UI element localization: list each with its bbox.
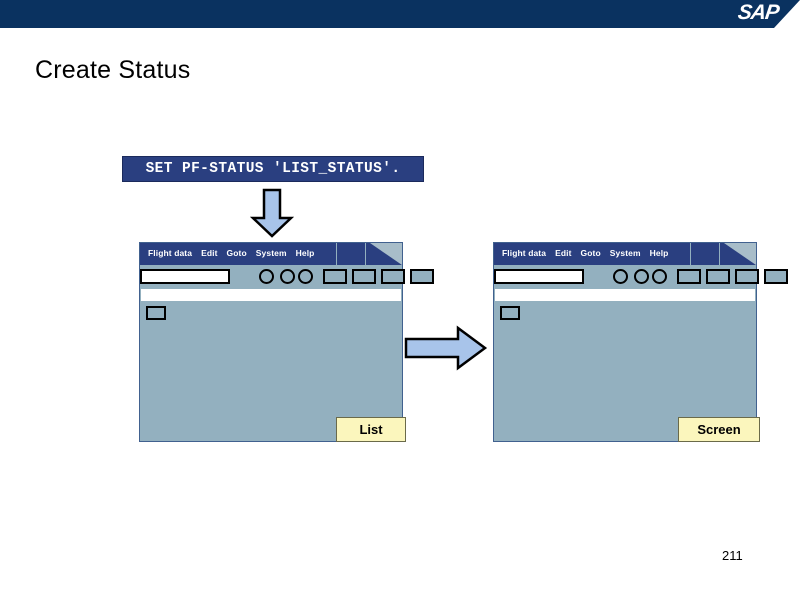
banner-corner-notch: [774, 0, 800, 28]
menu-item-flight-data[interactable]: Flight data: [148, 248, 193, 258]
screen-mockup-right: Flight data Edit Goto System Help Screen: [493, 242, 788, 442]
menu-item-list[interactable]: Flight data Edit Goto System Help: [502, 248, 677, 258]
toolbar-circle-icon-4[interactable]: [298, 269, 313, 284]
menu-divider-2: [365, 243, 366, 265]
screen-body-field[interactable]: [146, 306, 166, 320]
toolbar-circle-icon-3[interactable]: [280, 269, 295, 284]
sap-header-banner: SAP: [0, 0, 800, 28]
toolbar-command-input[interactable]: [140, 269, 230, 284]
toolbar-button-1[interactable]: [323, 269, 347, 284]
screen-toolbar: [140, 265, 434, 289]
code-statement-box: SET PF-STATUS 'LIST_STATUS'.: [122, 156, 424, 182]
toolbar-button-3[interactable]: [381, 269, 405, 284]
toolbar-circle-icon-4[interactable]: [652, 269, 667, 284]
toolbar-circle-icon-2[interactable]: [613, 269, 628, 284]
screen-toolbar: [494, 265, 788, 289]
menu-item-edit[interactable]: Edit: [555, 248, 572, 258]
banner-underline: [0, 28, 800, 30]
menu-divider-1: [690, 243, 691, 265]
toolbar-button-4[interactable]: [410, 269, 434, 284]
screen-button[interactable]: Screen: [678, 417, 760, 442]
menu-divider-1: [336, 243, 337, 265]
toolbar-circle-icon-2[interactable]: [259, 269, 274, 284]
menu-item-goto[interactable]: Goto: [580, 248, 601, 258]
toolbar-circle-icon-3[interactable]: [634, 269, 649, 284]
toolbar-command-input[interactable]: [494, 269, 584, 284]
screen-mockup-left: Flight data Edit Goto System Help List: [139, 242, 434, 442]
screen-menu-bar: Flight data Edit Goto System Help: [140, 243, 402, 265]
page-title: Create Status: [35, 56, 191, 84]
toolbar-button-3[interactable]: [735, 269, 759, 284]
toolbar-button-2[interactable]: [352, 269, 376, 284]
screen-title-strip: [141, 289, 401, 301]
menu-item-system[interactable]: System: [255, 248, 287, 258]
screen-body-field[interactable]: [500, 306, 520, 320]
toolbar-button-1[interactable]: [677, 269, 701, 284]
menu-corner-triangle: [724, 243, 756, 265]
page-number: 211: [722, 548, 743, 563]
menu-item-flight-data[interactable]: Flight data: [502, 248, 547, 258]
screen-title-strip: [495, 289, 755, 301]
list-button[interactable]: List: [336, 417, 406, 442]
menu-item-help[interactable]: Help: [649, 248, 669, 258]
menu-item-goto[interactable]: Goto: [226, 248, 247, 258]
screen-menu-bar: Flight data Edit Goto System Help: [494, 243, 756, 265]
menu-item-system[interactable]: System: [609, 248, 641, 258]
menu-item-list[interactable]: Flight data Edit Goto System Help: [148, 248, 323, 258]
menu-item-help[interactable]: Help: [295, 248, 315, 258]
toolbar-button-2[interactable]: [706, 269, 730, 284]
menu-item-edit[interactable]: Edit: [201, 248, 218, 258]
menu-divider-2: [719, 243, 720, 265]
right-arrow-icon: [404, 325, 488, 371]
down-arrow-icon: [250, 188, 294, 238]
menu-corner-triangle: [370, 243, 402, 265]
toolbar-button-4[interactable]: [764, 269, 788, 284]
